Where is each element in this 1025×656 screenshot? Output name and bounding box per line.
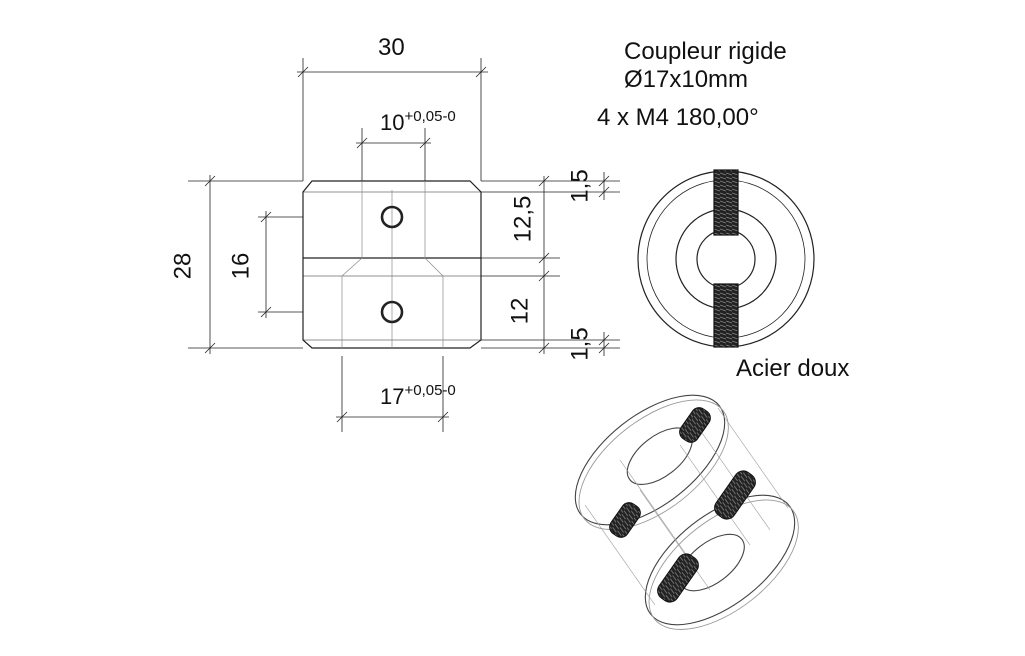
drawing-title: Coupleur rigide bbox=[624, 38, 787, 65]
screw-hole-top bbox=[380, 205, 404, 229]
dim-bore-bottom: 17+0,05-0 bbox=[380, 382, 456, 410]
thread-bottom bbox=[713, 283, 739, 348]
dim-bore-top: 10+0,05-0 bbox=[380, 108, 456, 136]
dim-bore-top-tolerance: +0,05-0 bbox=[404, 108, 456, 125]
dim-height-total: 28 bbox=[169, 252, 197, 280]
thread-top bbox=[713, 169, 739, 236]
screw-spec: 4 x M4 180,00° bbox=[597, 104, 759, 131]
dim-chamfer-bottom: 1,5 bbox=[566, 327, 594, 361]
set-screws bbox=[609, 407, 756, 603]
front-view-outline bbox=[302, 180, 482, 349]
dim-bore-top-value: 10 bbox=[380, 110, 405, 135]
dim-lower-section: 12 bbox=[506, 297, 534, 325]
screw-hole-bottom bbox=[380, 300, 404, 324]
side-view bbox=[637, 169, 815, 348]
dim-bore-bottom-value: 17 bbox=[380, 384, 405, 409]
isometric-view bbox=[574, 394, 799, 630]
dim-total-width: 30 bbox=[378, 34, 405, 61]
dim-bore-bottom-tolerance: +0,05-0 bbox=[404, 382, 456, 399]
dim-upper-section: 12,5 bbox=[509, 195, 537, 243]
side-view-bore bbox=[696, 229, 756, 289]
front-view bbox=[302, 180, 482, 349]
material-label: Acier doux bbox=[736, 355, 850, 382]
dim-hole-spacing: 16 bbox=[227, 252, 255, 280]
drawing-subtitle: Ø17x10mm bbox=[624, 66, 749, 93]
dim-chamfer-top: 1,5 bbox=[566, 169, 594, 203]
dimension-lines bbox=[188, 58, 620, 432]
